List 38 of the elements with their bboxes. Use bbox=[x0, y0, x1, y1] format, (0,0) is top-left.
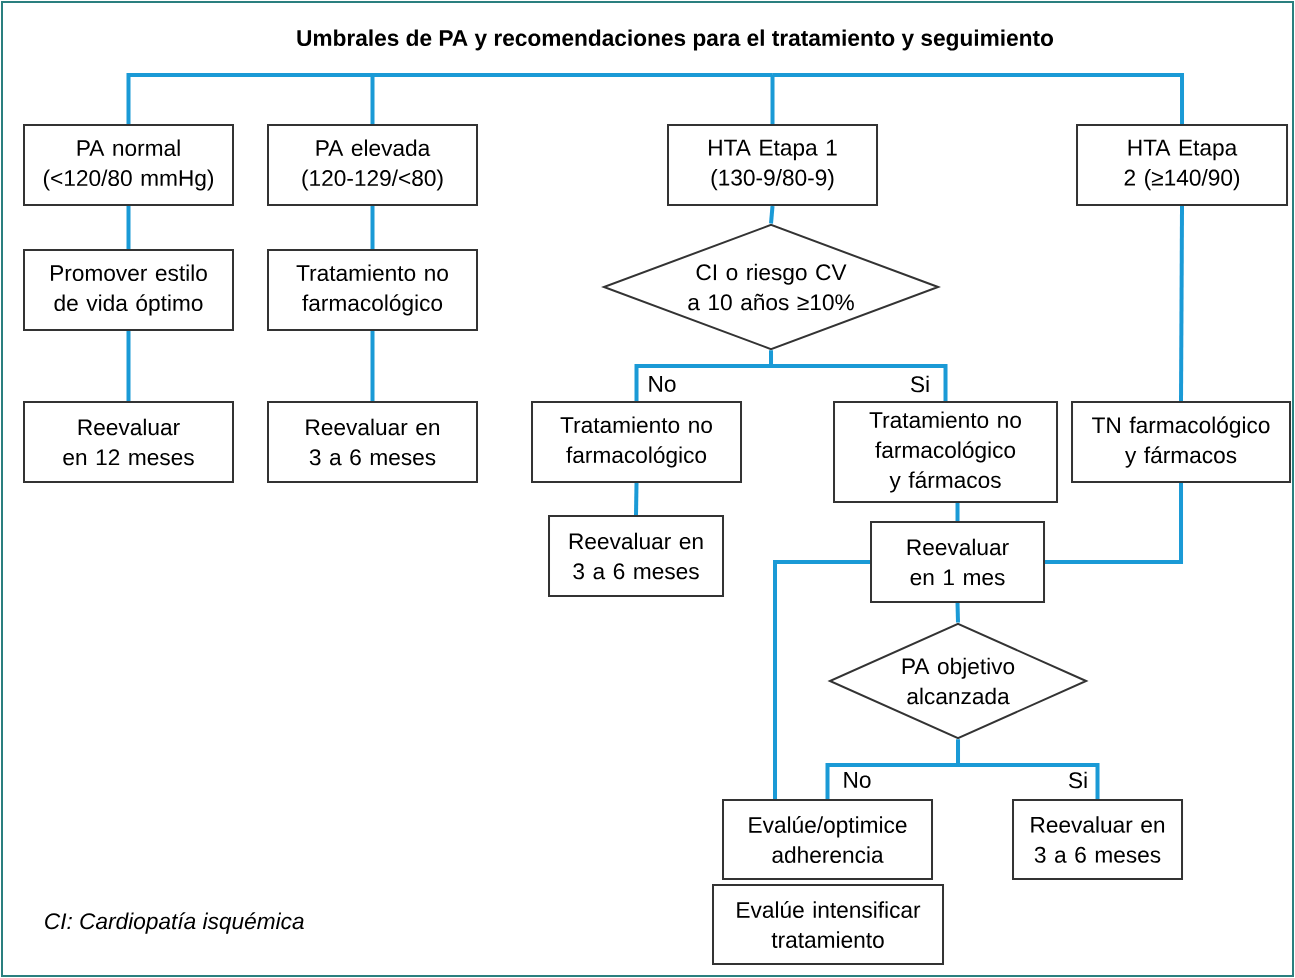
process-box: Promover estilo de vida óptimo bbox=[23, 249, 234, 331]
connector-line bbox=[772, 73, 1184, 124]
connector-line bbox=[769, 205, 775, 224]
process-box: Tratamiento no farmacológico bbox=[267, 249, 478, 331]
process-box: Tratamiento no farmacológico bbox=[531, 401, 742, 483]
connector-line bbox=[955, 503, 960, 521]
connector-line bbox=[370, 331, 375, 401]
process-box: PA elevada (120-129/<80) bbox=[267, 124, 478, 206]
connector-line bbox=[955, 602, 960, 623]
process-box: Reevaluar en 3 a 6 meses bbox=[267, 401, 478, 483]
connector-line bbox=[1045, 483, 1183, 564]
connector-line bbox=[126, 331, 131, 401]
edge-label: Si bbox=[1066, 770, 1090, 790]
connector-line bbox=[370, 206, 375, 249]
process-box: HTA Etapa 2 (≥140/90) bbox=[1076, 124, 1288, 206]
connector-line bbox=[634, 482, 639, 516]
process-box: TN farmacológico y fármacos bbox=[1071, 401, 1291, 483]
connector-line bbox=[956, 739, 1100, 799]
connector-line bbox=[770, 75, 775, 124]
process-box: Reevaluar en 12 meses bbox=[23, 401, 234, 483]
process-box: Reevaluar en 3 a 6 meses bbox=[1012, 799, 1183, 880]
process-box: Tratamiento no farmacológico y fármacos bbox=[833, 401, 1058, 503]
connector-line bbox=[1179, 206, 1184, 401]
edge-label: No bbox=[841, 770, 873, 790]
process-box: PA normal (<120/80 mmHg) bbox=[23, 124, 234, 206]
title: Umbrales de PA y recomendaciones para el tratamiento y seguimiento bbox=[297, 29, 1054, 51]
edge-label: No bbox=[646, 374, 678, 394]
footnote: CI: Cardiopatía isquémica bbox=[45, 912, 304, 934]
connector-line bbox=[769, 350, 948, 401]
process-box: Evalúe/optimice adherencia bbox=[722, 799, 933, 880]
connector-line bbox=[126, 206, 131, 249]
process-box: HTA Etapa 1 (130-9/80-9) bbox=[667, 124, 878, 206]
edge-label: Si bbox=[908, 374, 932, 394]
process-box: Evalúe intensificar tratamiento bbox=[712, 884, 944, 965]
connector-line bbox=[773, 560, 870, 799]
process-box: Reevaluar en 3 a 6 meses bbox=[548, 515, 724, 597]
connector-line bbox=[370, 73, 773, 124]
process-box: Reevaluar en 1 mes bbox=[870, 521, 1045, 603]
